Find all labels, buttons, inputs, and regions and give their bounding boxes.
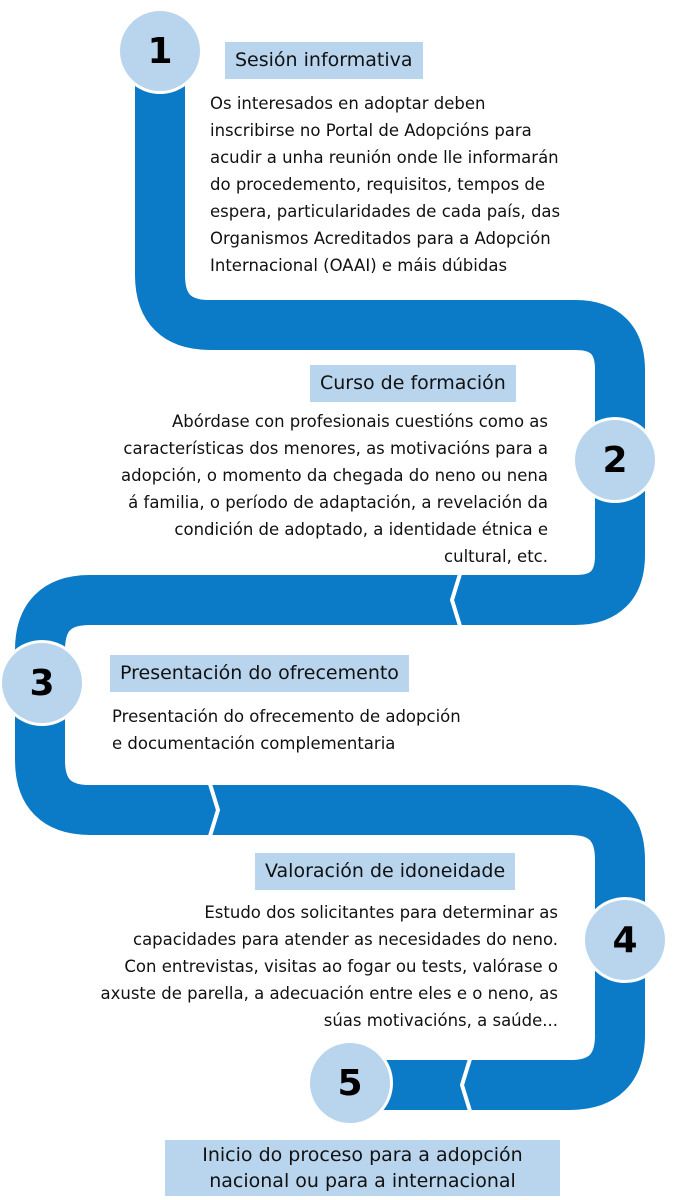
step-2-number: 2 <box>572 417 658 503</box>
step-4-number: 4 <box>582 897 668 983</box>
step-2-description: Abórdase con profesionais cuestións como… <box>121 412 548 566</box>
chevron-divider <box>208 783 221 837</box>
step-1-number: 1 <box>117 8 203 94</box>
step-1-title: Sesión informativa <box>225 42 423 79</box>
chevron-divider <box>459 1058 472 1112</box>
step-4-description: Estudo dos solicitantes para determinar … <box>100 903 559 1030</box>
step-2-title: Curso de formación <box>310 365 516 402</box>
chevron-divider <box>449 573 462 627</box>
step-3-number: 3 <box>0 640 85 726</box>
step-5-number: 5 <box>307 1040 393 1126</box>
step-3-title: Presentación do ofrecemento <box>110 655 409 692</box>
step-4-title: Valoración de idoneidade <box>255 853 516 890</box>
